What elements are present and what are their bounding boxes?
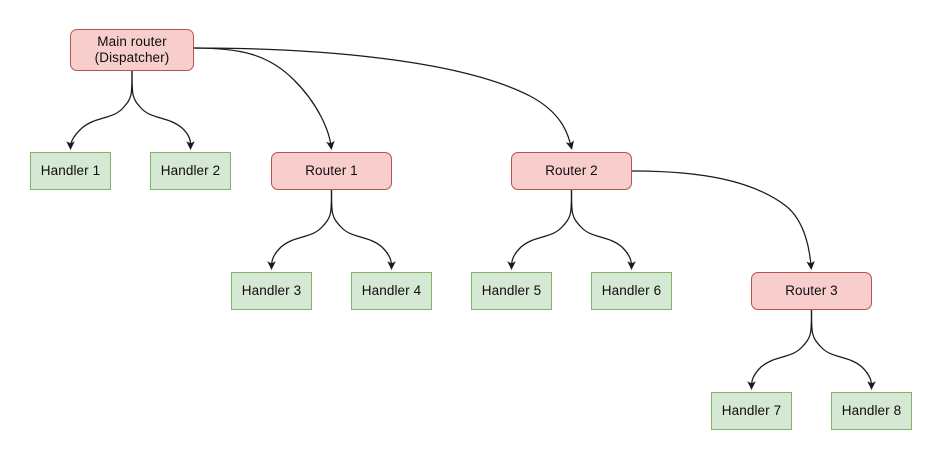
node-handler-8[interactable]: Handler 8: [831, 392, 912, 430]
node-router-3[interactable]: Router 3: [751, 272, 872, 310]
edge-r1-h4: [330, 189, 396, 271]
node-label-handler-1: Handler 1: [40, 162, 101, 178]
node-label-router-2: Router 2: [545, 162, 598, 178]
node-main-router[interactable]: Main router (Dispatcher): [70, 29, 194, 71]
node-handler-4[interactable]: Handler 4: [351, 272, 432, 310]
node-label-handler-4: Handler 4: [361, 282, 422, 298]
edge-r2-r3: [631, 170, 815, 270]
node-label-router-1: Router 1: [305, 162, 358, 178]
edge-main-r1: [193, 47, 335, 150]
node-label-handler-2: Handler 2: [160, 162, 221, 178]
node-label-handler-5: Handler 5: [481, 282, 542, 298]
node-label-handler-6: Handler 6: [601, 282, 662, 298]
node-router-1[interactable]: Router 1: [271, 152, 392, 190]
node-label-router-3: Router 3: [785, 282, 838, 298]
node-handler-6[interactable]: Handler 6: [591, 272, 672, 310]
edge-main-h2: [131, 70, 195, 150]
node-handler-2[interactable]: Handler 2: [150, 152, 231, 190]
node-label-handler-8: Handler 8: [841, 402, 902, 418]
edge-r3-h8: [810, 309, 876, 391]
edge-r2-h5: [507, 189, 573, 271]
node-handler-1[interactable]: Handler 1: [30, 152, 111, 190]
node-label-handler-7: Handler 7: [721, 402, 782, 418]
edge-r1-h3: [267, 189, 333, 271]
edge-r2-h6: [570, 189, 636, 271]
node-handler-5[interactable]: Handler 5: [471, 272, 552, 310]
edge-main-r2: [193, 47, 574, 150]
node-handler-7[interactable]: Handler 7: [711, 392, 792, 430]
edge-main-h1: [66, 70, 133, 150]
node-router-2[interactable]: Router 2: [511, 152, 632, 190]
node-handler-3[interactable]: Handler 3: [231, 272, 312, 310]
edge-r3-h7: [747, 309, 813, 391]
node-label-main-router: Main router (Dispatcher): [94, 33, 170, 65]
node-label-handler-3: Handler 3: [241, 282, 302, 298]
